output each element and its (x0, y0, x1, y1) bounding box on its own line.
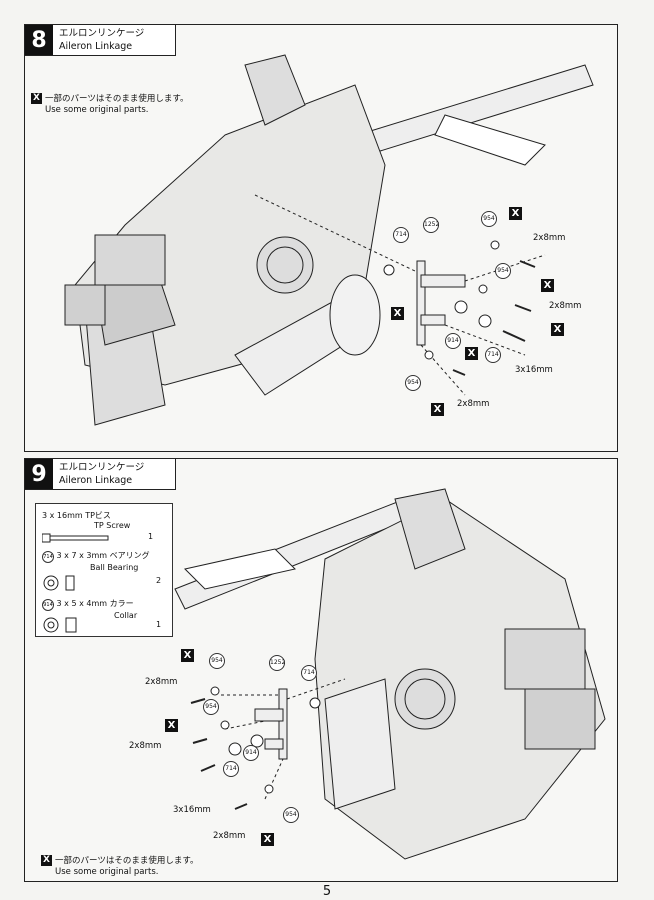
part-callout: 1252 (269, 655, 285, 671)
step-title-en: Aileron Linkage (59, 475, 133, 486)
screw-label: 3x16mm (173, 805, 211, 815)
part-callout: 954 (495, 263, 511, 279)
x-mark-icon: X (541, 279, 554, 292)
part-callout: 954 (209, 653, 225, 669)
parts-list-item: 914 3 x 5 x 4mm カラー Collar (42, 599, 138, 620)
screw-label: 2x8mm (213, 831, 246, 841)
part-callout: 714 (301, 665, 317, 681)
screw-label: 3x16mm (515, 365, 553, 375)
screw-label: 2x8mm (549, 301, 582, 311)
note-jp: 一部のパーツはそのまま使用します。 (45, 94, 189, 104)
step-title-jp: エルロンリンケージ (59, 462, 145, 473)
step-title-jp: エルロンリンケージ (59, 28, 145, 39)
note-en: Use some original parts. (45, 105, 149, 115)
x-mark-icon: X (551, 323, 564, 336)
x-mark-icon: X (509, 207, 522, 220)
screw-label: 2x8mm (533, 233, 566, 243)
tp-screw-icon (42, 533, 109, 543)
part-callout: 954 (405, 375, 421, 391)
x-mark-icon: X (165, 719, 178, 732)
part-callout: 714 (223, 761, 239, 777)
part-callout: 954 (481, 211, 497, 227)
x-mark-icon: X (41, 855, 52, 866)
step-title-en: Aileron Linkage (59, 41, 133, 52)
step-number: 8 (25, 25, 53, 55)
screw-label: 2x8mm (457, 399, 490, 409)
part-qty: 1 (156, 620, 162, 629)
parts-list-item: 3 x 16mm TPビス TP Screw (42, 511, 131, 530)
part-qty: 2 (156, 576, 162, 585)
collar-icon (43, 617, 77, 633)
step-8-helicopter-illustration (64, 54, 594, 426)
part-callout: 714 (485, 347, 501, 363)
x-mark-icon: X (391, 307, 404, 320)
part-callout: 954 (203, 699, 219, 715)
x-mark-icon: X (465, 347, 478, 360)
part-qty: 1 (148, 532, 154, 541)
step-number: 9 (25, 459, 53, 489)
part-callout: 714 (393, 227, 409, 243)
x-mark-icon: X (181, 649, 194, 662)
part-callout: 1252 (423, 217, 439, 233)
note-en: Use some original parts. (55, 867, 159, 877)
part-callout: 954 (283, 807, 299, 823)
page-number: 5 (322, 884, 332, 899)
screw-label: 2x8mm (129, 741, 162, 751)
part-callout: 914 (243, 745, 259, 761)
step-9-header: 9 エルロンリンケージ Aileron Linkage (25, 459, 176, 490)
ball-bearing-icon (43, 575, 75, 591)
step-8-header: 8 エルロンリンケージ Aileron Linkage (25, 25, 176, 56)
screw-label: 2x8mm (145, 677, 178, 687)
parts-list-box: 3 x 16mm TPビス TP Screw 1 714 3 x 7 x 3mm… (35, 503, 173, 637)
step-9-panel: 9 エルロンリンケージ Aileron Linkage 3 x 16mm TPビ… (24, 458, 618, 882)
x-mark-icon: X (31, 93, 42, 104)
parts-list-item: 714 3 x 7 x 3mm ベアリング Ball Bearing (42, 551, 150, 572)
step-9-helicopter-illustration (174, 488, 606, 860)
part-callout: 914 (445, 333, 461, 349)
x-mark-icon: X (261, 833, 274, 846)
x-mark-icon: X (431, 403, 444, 416)
note-jp: 一部のパーツはそのまま使用します。 (55, 856, 199, 866)
